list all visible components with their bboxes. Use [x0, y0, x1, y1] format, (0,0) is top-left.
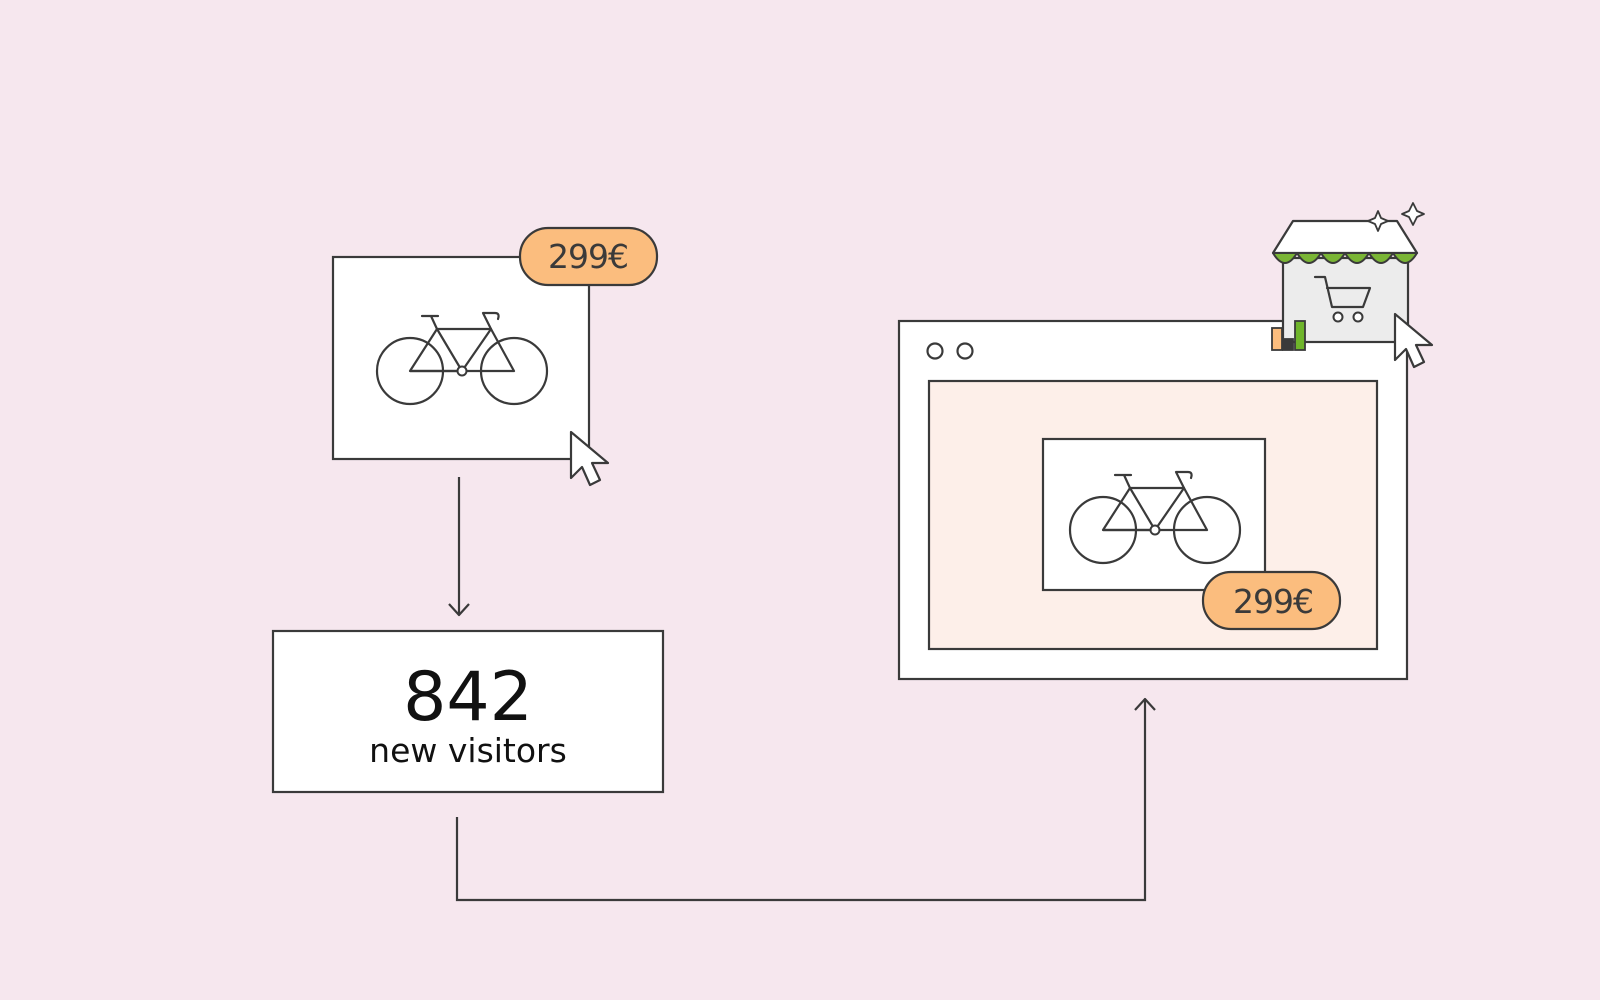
price-tag-right: 299€ [1201, 570, 1342, 631]
arrow-visitors-to-shop [455, 697, 1156, 902]
awning [1272, 252, 1418, 264]
product-card-frame [331, 255, 591, 461]
sparkle-icon [1367, 210, 1389, 232]
window-dot-icon[interactable] [956, 342, 974, 360]
product-card[interactable] [331, 255, 591, 461]
bar-chart-icon [1271, 320, 1306, 351]
shopping-cart-icon [1313, 275, 1372, 323]
shop-product-card[interactable] [1041, 437, 1267, 592]
sparkle-icon [1401, 202, 1425, 226]
shop-product-frame [1041, 437, 1267, 592]
visitors-box: 842 new visitors [271, 629, 665, 794]
visitors-count: 842 [403, 658, 533, 737]
price-label-left: 299€ [548, 237, 628, 276]
price-tag-left: 299€ [518, 226, 659, 287]
price-label-right: 299€ [1233, 582, 1313, 621]
arrow-card-to-visitors [448, 477, 470, 617]
visitors-label: new visitors [369, 731, 567, 770]
window-dot-icon[interactable] [926, 342, 944, 360]
